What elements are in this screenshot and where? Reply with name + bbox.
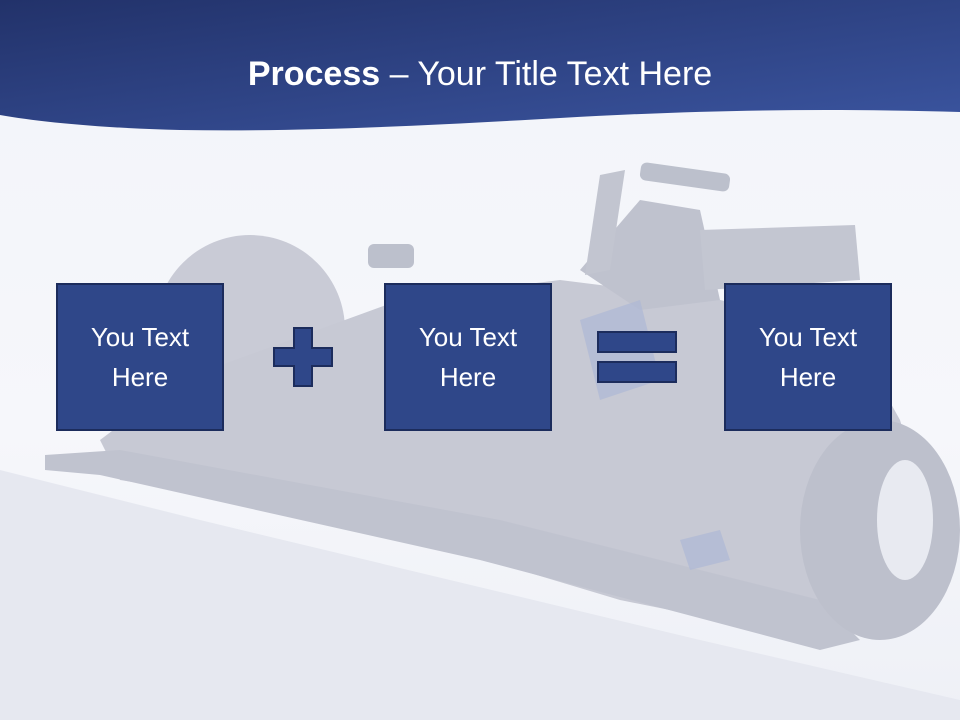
process-box-label: You Text Here <box>90 322 190 392</box>
process-box-label: You Text Here <box>418 322 518 392</box>
header-band <box>0 0 960 131</box>
slide-title-rest: – Your Title Text Here <box>380 55 713 93</box>
plus-icon <box>273 327 333 387</box>
process-box-3[interactable]: You Text Here <box>724 283 892 431</box>
process-box-2[interactable]: You Text Here <box>384 283 552 431</box>
process-box-label: You Text Here <box>758 322 858 392</box>
slide-title: Process – Your Title Text Here <box>0 52 960 96</box>
process-box-1[interactable]: You Text Here <box>56 283 224 431</box>
slide-title-bold: Process <box>247 55 381 93</box>
equals-icon <box>597 331 677 383</box>
